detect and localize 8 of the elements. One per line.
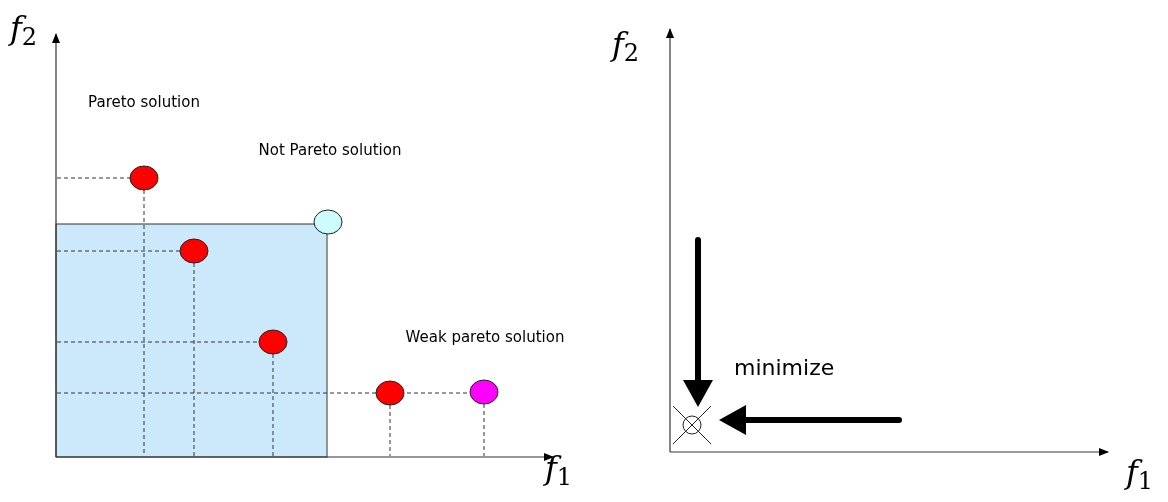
axis-label: f$_{2}$: [10, 12, 38, 49]
point-label: Weak pareto solution: [404, 327, 566, 348]
axis-label: f$_{2}$: [612, 28, 640, 65]
point-label: Not Pareto solution: [257, 140, 403, 161]
point-label: Pareto solution: [87, 92, 201, 113]
arrow-label: minimize: [734, 354, 836, 382]
axis-label: f$_{1}$: [1126, 456, 1154, 493]
axis-label: f$_{1}$: [545, 452, 573, 489]
